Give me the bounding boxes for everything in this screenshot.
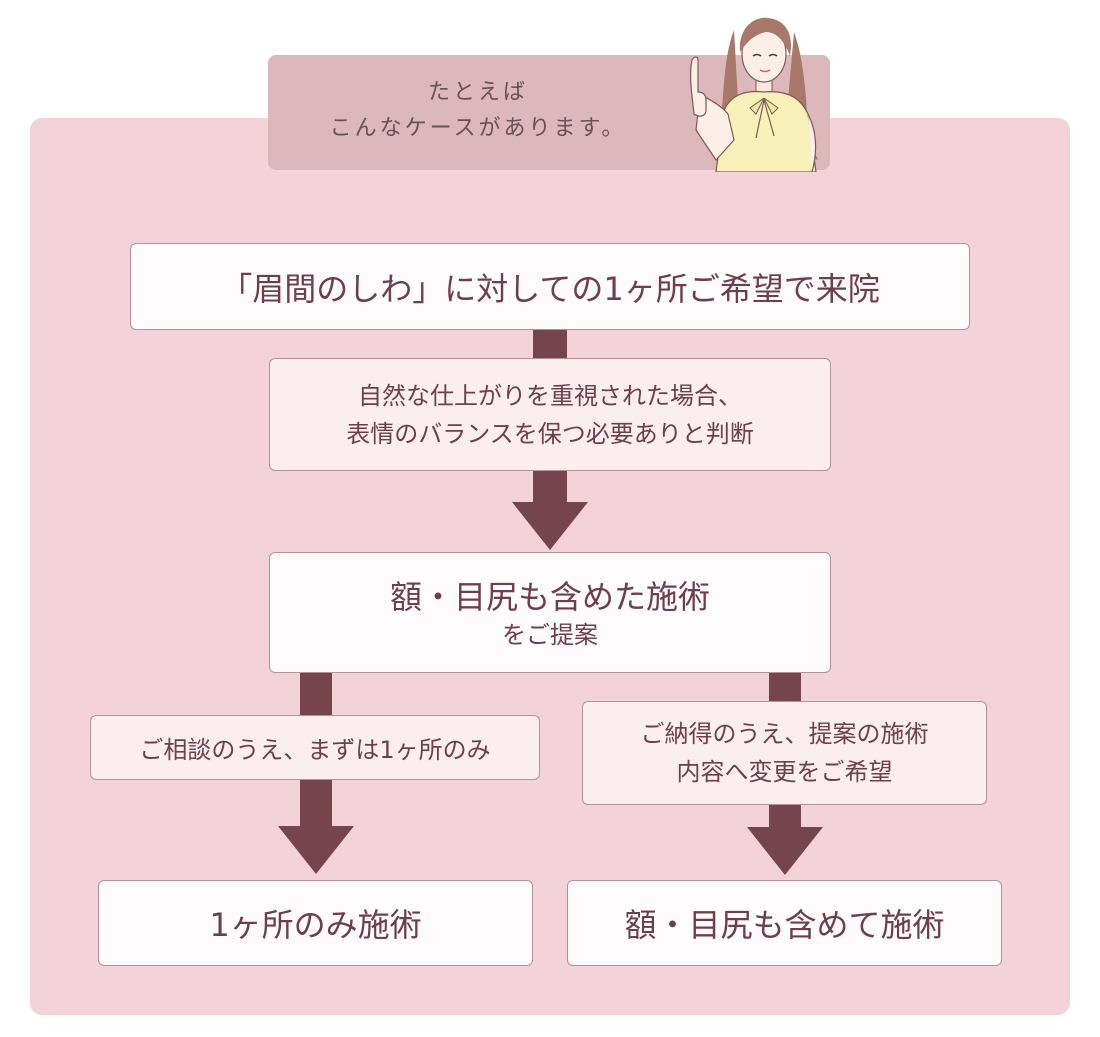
start-text: 「眉間のしわ」に対しての1ヶ所ご希望で来院 <box>220 269 880 308</box>
right-result-text: 額・目尻も含めて施術 <box>624 906 945 944</box>
proposal-box: 額・目尻も含めた施術 をご提案 <box>269 552 831 673</box>
left-condition-box: ご相談のうえ、まずは1ヶ所のみ <box>90 715 540 780</box>
left-result-box: 1ヶ所のみ施術 <box>98 880 533 966</box>
judgment-line-1: 自然な仕上がりを重視された場合、 <box>358 381 742 410</box>
arrow-left-stem <box>300 780 332 828</box>
start-box: 「眉間のしわ」に対しての1ヶ所ご希望で来院 <box>130 243 970 330</box>
arrow-right-stem <box>769 805 801 829</box>
arrow-right-head <box>747 827 823 875</box>
right-condition-box: ご納得のうえ、提案の施術 内容へ変更をご希望 <box>582 701 987 805</box>
proposal-line-2: をご提案 <box>502 620 598 649</box>
header-line-2: こんなケースがあります。 <box>329 116 627 141</box>
connector-proposal-right <box>769 673 801 701</box>
arrow-judgment-proposal-head <box>512 502 588 550</box>
right-condition-line-1: ご納得のうえ、提案の施術 <box>640 720 929 748</box>
left-condition-text: ご相談のうえ、まずは1ヶ所のみ <box>139 736 491 764</box>
connector-start-judgment <box>533 330 567 358</box>
woman-pointing-illustration <box>676 10 826 172</box>
arrow-judgment-proposal-stem <box>533 471 567 504</box>
right-result-box: 額・目尻も含めて施術 <box>567 880 1002 966</box>
right-condition-line-2: 内容へ変更をご希望 <box>676 758 893 786</box>
connector-proposal-left <box>300 673 332 715</box>
proposal-line-1: 額・目尻も含めた施術 <box>389 577 710 616</box>
judgment-box: 自然な仕上がりを重視された場合、 表情のバランスを保つ必要ありと判断 <box>269 358 831 471</box>
left-result-text: 1ヶ所のみ施術 <box>209 906 422 944</box>
header-text: たとえば こんなケースがあります。 <box>268 75 688 147</box>
header-line-1: たとえば <box>427 80 528 105</box>
judgment-line-2: 表情のバランスを保つ必要ありと判断 <box>346 419 754 448</box>
arrow-left-head <box>278 826 354 874</box>
